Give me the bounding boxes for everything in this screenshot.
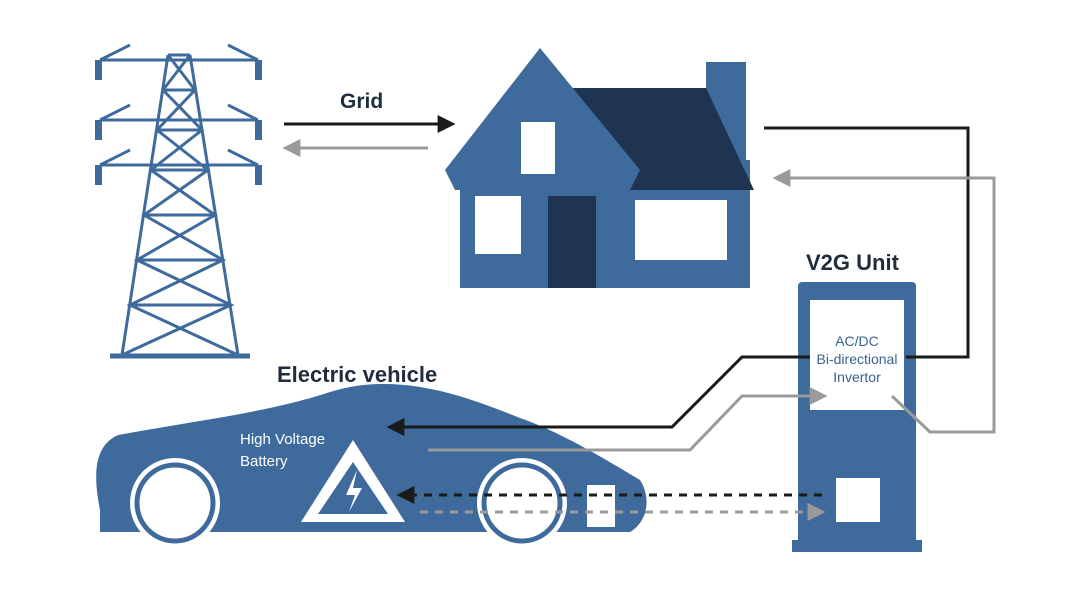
electric-car-icon <box>96 383 647 548</box>
charger-port <box>836 478 880 522</box>
charger-to-car-arrow <box>386 355 810 436</box>
house-to-charger-line <box>764 126 970 359</box>
electric-vehicle-label: Electric vehicle <box>277 362 437 387</box>
grid-label: Grid <box>340 90 383 113</box>
house-window <box>635 200 727 260</box>
transmission-tower-icon <box>95 43 262 359</box>
battery-label-line1: High Voltage <box>240 431 325 448</box>
car-to-charger-arrow <box>428 387 828 452</box>
inverter-label-line1: AC/DC <box>835 333 879 349</box>
house-icon <box>445 48 754 288</box>
car-rear-wheel <box>130 458 220 548</box>
high-voltage-warning-icon <box>301 440 405 522</box>
charger-to-house-arrow <box>772 169 996 434</box>
car-charge-port <box>587 485 615 527</box>
inverter-label-line2: Bi-directional <box>817 351 898 367</box>
battery-label-line2: Battery <box>240 453 288 470</box>
house-window <box>521 122 555 174</box>
house-door <box>548 196 596 288</box>
house-window <box>475 196 521 254</box>
inverter-label-line3: Invertor <box>833 369 881 385</box>
v2g-unit-label: V2G Unit <box>806 250 900 275</box>
car-front-wheel <box>477 458 567 548</box>
